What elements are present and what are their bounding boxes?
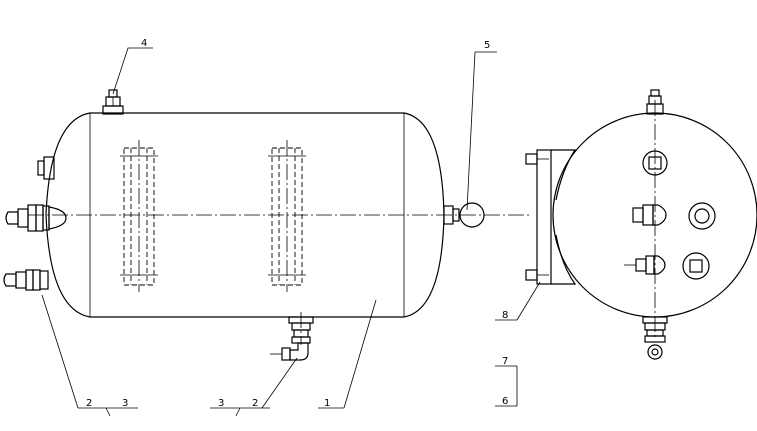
tank-end-view [525, 89, 757, 360]
end-view-connector-lower [624, 255, 666, 275]
leader-lines [41, 47, 541, 417]
callout-4: 4 [141, 38, 147, 49]
mounting-bracket [525, 149, 577, 285]
end-view-round-fitting-upper [688, 202, 716, 230]
callout-7: 7 [502, 356, 508, 367]
end-connector-lower [3, 269, 49, 291]
callout-numbers: 4 5 2 3 3 2 1 8 7 6 [86, 38, 508, 409]
end-view-round-fitting-lower [682, 252, 710, 280]
end-drain-valve [443, 202, 485, 228]
mounting-band-left [120, 140, 158, 292]
mounting-band-right [268, 140, 306, 292]
end-view-bottom-connector [642, 316, 668, 360]
callout-3-left: 3 [122, 398, 128, 409]
tank-side-view [3, 89, 530, 361]
callout-5: 5 [484, 40, 490, 51]
callout-1: 1 [324, 398, 330, 409]
callout-2-left: 2 [86, 398, 92, 409]
upper-end-fitting [37, 156, 55, 180]
callout-8: 8 [502, 310, 508, 321]
callout-6: 6 [502, 396, 508, 407]
end-connector-upper [5, 204, 67, 232]
bottom-connector [270, 312, 314, 361]
end-view-top-plug [646, 89, 664, 115]
top-plug [102, 89, 124, 115]
callout-3-middle: 3 [218, 398, 224, 409]
end-view-connector-upper [632, 204, 667, 226]
callout-2-middle: 2 [252, 398, 258, 409]
end-view-square-fitting [642, 150, 668, 176]
